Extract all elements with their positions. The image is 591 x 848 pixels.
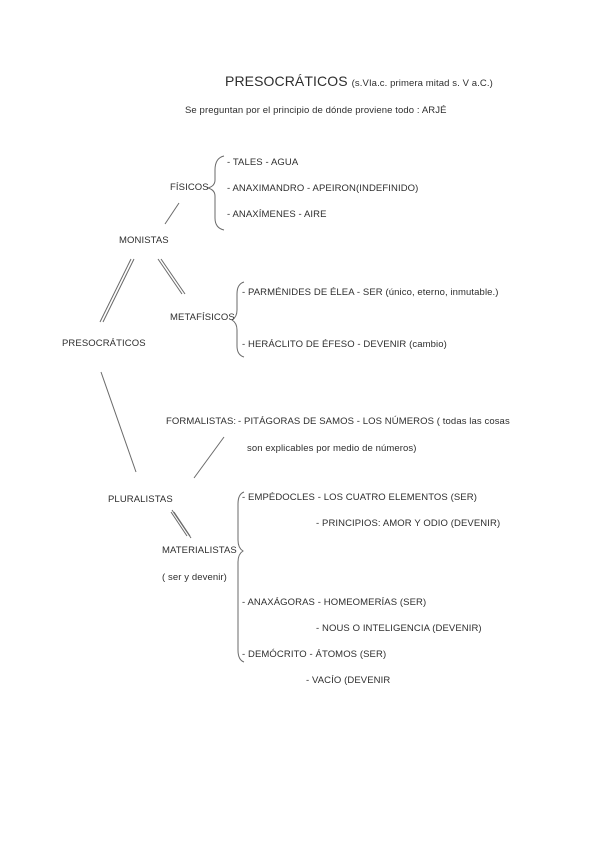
fisicos-item: - ANAXIMANDRO - APEIRON(INDEFINIDO) — [227, 183, 419, 194]
brace-fisicos — [206, 155, 225, 231]
fisicos-item: - ANAXÍMENES - AIRE — [227, 209, 327, 220]
line-pluralistas-materialistas-a — [170, 511, 188, 537]
title-note: (s.VIa.c. primera mitad s. V a.C.) — [351, 78, 493, 89]
materialistas-entry: - ANAXÁGORAS - HOMEOMERÍAS (SER) — [242, 597, 427, 608]
fisicos-node: FÍSICOS — [170, 182, 209, 193]
line-root-pluralistas — [100, 371, 137, 473]
line-pluralistas-materialistas-c — [171, 509, 192, 539]
metafisicos-node: METAFÍSICOS — [170, 312, 235, 323]
materialistas-sublabel: ( ser y devenir) — [162, 572, 227, 583]
page-title: PRESOCRÁTICOS (s.VIa.c. primera mitad s.… — [225, 73, 493, 89]
title-text: PRESOCRÁTICOS — [225, 73, 348, 89]
brace-metafisicos — [231, 281, 245, 358]
materialistas-entry: - VACÍO (DEVENIR — [306, 675, 391, 686]
root-node: PRESOCRÁTICOS — [62, 338, 146, 349]
line-monistas-root-a — [102, 258, 135, 323]
formalistas-line1: - PITÁGORAS DE SAMOS - LOS NÚMEROS ( tod… — [238, 416, 510, 427]
materialistas-entry: - NOUS O INTELIGENCIA (DEVENIR) — [316, 623, 482, 634]
materialistas-entry: - EMPÉDOCLES - LOS CUATRO ELEMENTOS (SER… — [242, 492, 477, 503]
line-fisicos-monistas — [164, 202, 180, 225]
materialistas-entry: - PRINCIPIOS: AMOR Y ODIO (DEVENIR) — [316, 518, 501, 529]
subtitle: Se preguntan por el principio de dónde p… — [185, 105, 447, 116]
monistas-node: MONISTAS — [119, 235, 169, 246]
metafisicos-item: - PARMÉNIDES DE ÉLEA - SER (único, etern… — [242, 287, 499, 298]
pluralistas-node: PLURALISTAS — [108, 494, 173, 505]
metafisicos-item: - HERÁCLITO DE ÉFESO - DEVENIR (cambio) — [242, 339, 447, 350]
line-monistas-metafisicos-a — [157, 258, 183, 295]
materialistas-entry: - DEMÓCRITO - ÁTOMOS (SER) — [242, 649, 387, 660]
line-formalistas-pluralistas — [193, 436, 225, 479]
brace-materialistas — [237, 491, 245, 663]
line-monistas-metafisicos-b — [160, 258, 186, 295]
fisicos-item: - TALES - AGUA — [227, 157, 299, 168]
line-monistas-root-b — [99, 258, 132, 323]
formalistas-line2: son explicables por medio de números) — [247, 443, 417, 454]
formalistas-node: FORMALISTAS: — [166, 416, 237, 427]
materialistas-node: MATERIALISTAS — [162, 545, 237, 556]
